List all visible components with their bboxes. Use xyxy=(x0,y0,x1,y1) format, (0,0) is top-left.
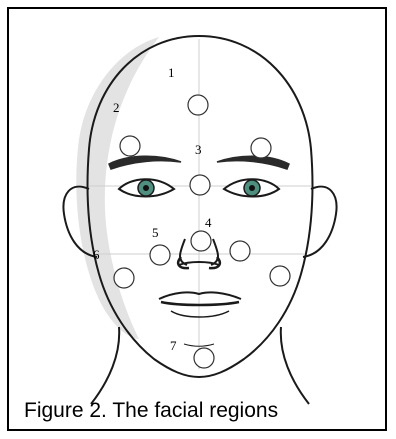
figure-caption: Figure 2. The facial regions xyxy=(24,399,379,423)
marker-left-nasolabial xyxy=(150,245,170,265)
region-label-7: 7 xyxy=(170,338,177,353)
upper-lip xyxy=(159,292,241,299)
region-label-4: 4 xyxy=(205,215,212,230)
lower-lip xyxy=(171,311,229,317)
left-pupil xyxy=(143,185,149,191)
face-diagram: 1 2 3 4 5 6 7 xyxy=(9,9,387,431)
marker-right-cheek xyxy=(270,266,290,286)
figure-frame: 1 2 3 4 5 6 7 Figure 2. The facial regio… xyxy=(7,7,387,431)
region-label-2: 2 xyxy=(113,100,120,115)
mouth-line xyxy=(161,302,239,305)
neck-right xyxy=(281,327,309,404)
region-markers xyxy=(114,95,290,368)
region-label-1: 1 xyxy=(168,65,175,80)
marker-glabella xyxy=(190,175,210,195)
region-label-3: 3 xyxy=(195,142,202,157)
marker-forehead xyxy=(188,95,208,115)
marker-right-temple xyxy=(251,138,271,158)
marker-left-temple xyxy=(120,136,140,156)
right-pupil xyxy=(249,185,255,191)
neck-left xyxy=(91,327,119,404)
marker-left-cheek xyxy=(114,268,134,288)
region-label-5: 5 xyxy=(152,225,159,240)
marker-nose xyxy=(191,231,211,251)
left-eyebrow xyxy=(109,156,181,169)
region-label-6: 6 xyxy=(93,247,100,262)
right-eyebrow xyxy=(217,156,289,169)
marker-right-nasolabial xyxy=(230,241,250,261)
marker-chin xyxy=(194,348,214,368)
